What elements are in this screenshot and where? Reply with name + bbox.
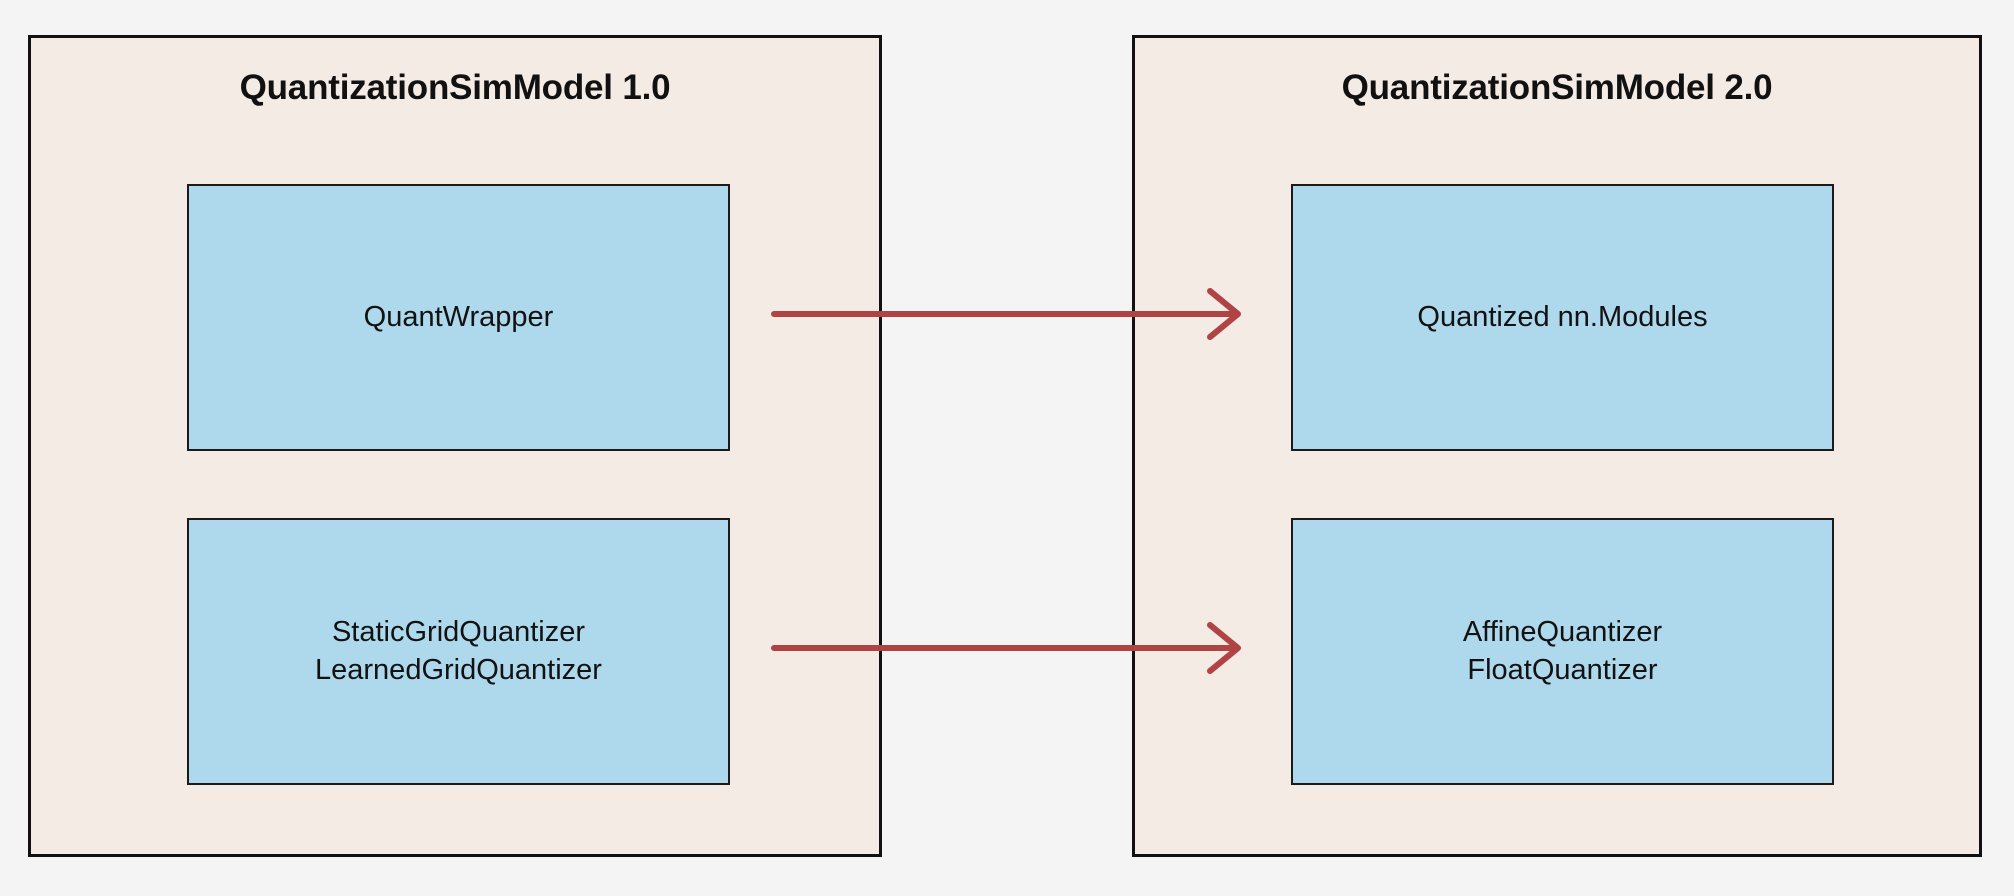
panel-title-right: QuantizationSimModel 2.0	[1341, 68, 1773, 107]
node-quantwrapper: QuantWrapper	[187, 184, 730, 451]
panel-quantizationsimmodel-2: QuantizationSimModel 2.0 Quantized nn.Mo…	[1132, 35, 1982, 857]
node-grid-quantizers: StaticGridQuantizer LearnedGridQuantizer	[187, 518, 730, 785]
arrow-gridquantizers-to-new-quantizers	[771, 622, 1241, 674]
panel-quantizationsimmodel-1: QuantizationSimModel 1.0 QuantWrapper St…	[28, 35, 882, 857]
node-affine-float-quantizers: AffineQuantizer FloatQuantizer	[1291, 518, 1834, 785]
node-quantized-nn-modules: Quantized nn.Modules	[1291, 184, 1834, 451]
arrow-quantwrapper-to-quantized-modules	[771, 288, 1241, 340]
panel-title-left: QuantizationSimModel 1.0	[239, 68, 671, 107]
